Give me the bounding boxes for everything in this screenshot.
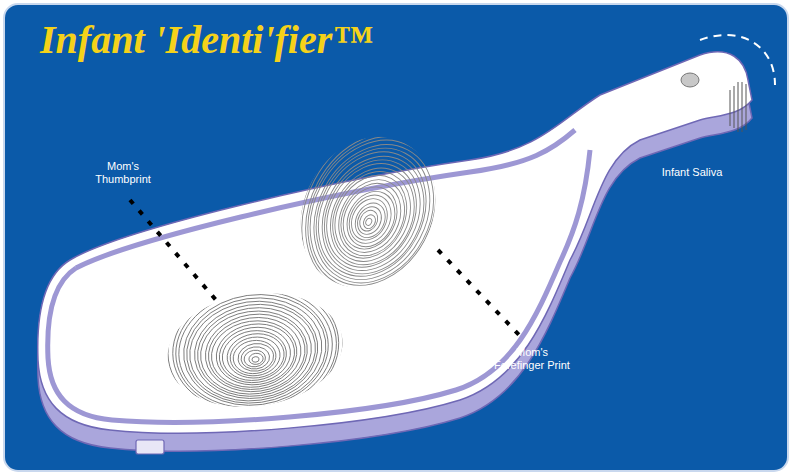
fingerprint-ridge [333, 178, 408, 259]
fingerprint-ridge [147, 260, 359, 434]
fingerprint-ridge [361, 213, 378, 231]
fingerprint-ridge [144, 256, 363, 436]
fingerprint-ridge [252, 356, 260, 362]
fingerprint-ridge [236, 341, 275, 373]
fingerprint-ridge [180, 289, 329, 411]
fingerprint-ridge [294, 128, 452, 299]
fingerprint-ridge [279, 109, 470, 316]
fingerprint-ridge [159, 271, 347, 426]
part-label: Infant Saliva [652, 166, 732, 179]
fingerprint-ridge [259, 84, 492, 336]
fingerprint-ridge [152, 263, 356, 430]
fingerprint-ridge [262, 89, 486, 332]
part-label: Mom's Thumbprint [92, 160, 154, 186]
fingerprint-ridge [291, 124, 457, 304]
fingerprint-ridge [286, 118, 461, 307]
fingerprint-ridge [267, 94, 483, 328]
fingerprint-ridge [204, 312, 306, 396]
fingerprint-ridge [168, 278, 340, 420]
fingerprint-ridge [156, 267, 352, 428]
fingerprint-ridge [243, 349, 267, 368]
part-label: Mom's Forefinger Print [492, 346, 572, 372]
fingerprint-ridge [240, 345, 271, 371]
fingerprint-ridge [314, 153, 430, 279]
title: Infant 'Identi'fier™ [40, 16, 372, 63]
fingerprint-ridge [274, 103, 474, 319]
fingerprint-ridge [365, 217, 373, 226]
fingerprint-ridge [282, 114, 465, 312]
fingerprint-ridge [270, 99, 478, 324]
fingerprint-ridge [176, 286, 333, 415]
fingerprint-ridge [341, 188, 399, 251]
fingerprint-ridge [248, 352, 264, 365]
fingerprint-ridge [171, 282, 336, 417]
fingerprint-ridge [309, 148, 434, 283]
fingerprint-ridge [188, 297, 321, 406]
fingerprint-ridge [164, 274, 344, 422]
fingerprint-ridge [338, 183, 405, 255]
fingerprint-ridge [297, 133, 447, 295]
